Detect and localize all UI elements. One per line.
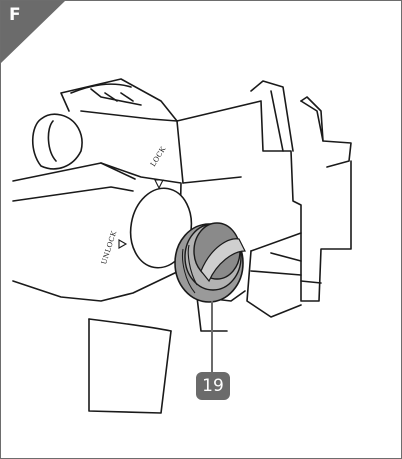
unlock-arrow-icon [118, 239, 128, 249]
left-focus-knob [31, 113, 83, 170]
center-housing [176, 100, 302, 252]
lock-knob [174, 222, 246, 303]
right-body [300, 160, 352, 302]
lower-base [88, 318, 172, 414]
upper-housing [60, 78, 184, 184]
lock-arrow-icon [154, 179, 164, 190]
panel-letter: F [9, 5, 21, 25]
callout-badge-19: 19 [196, 372, 230, 400]
panel-corner-triangle [1, 1, 65, 63]
right-arm [250, 80, 294, 152]
